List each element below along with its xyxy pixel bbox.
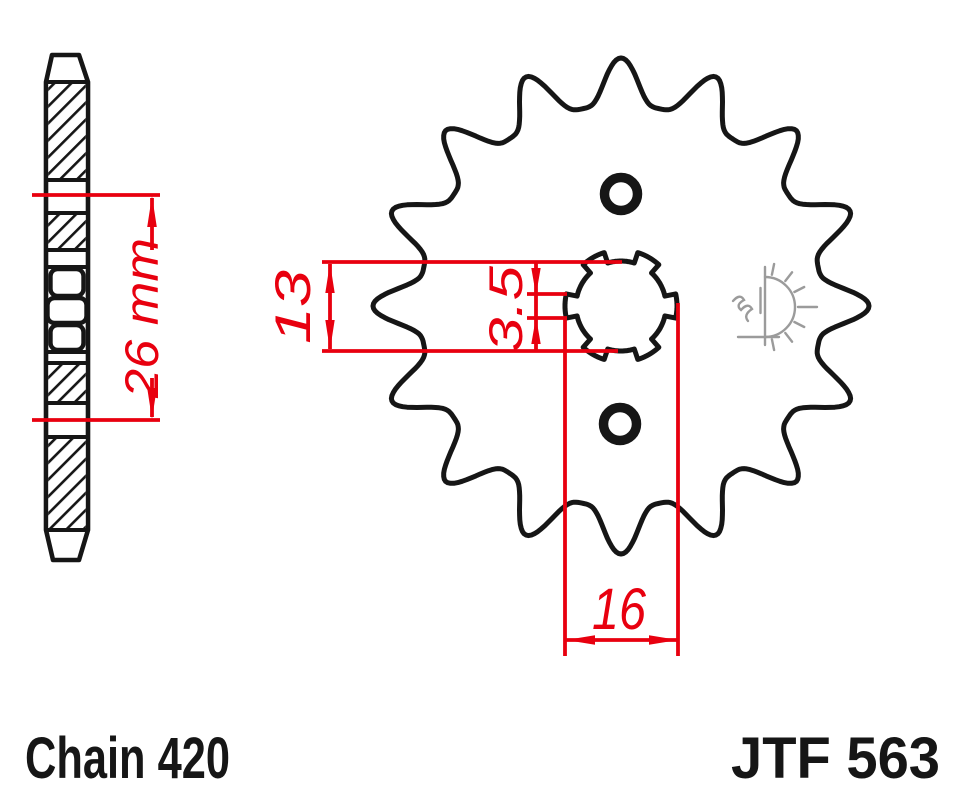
sprocket-side-view xyxy=(43,52,91,563)
hatch-band xyxy=(48,439,86,528)
watermark-ray xyxy=(793,285,806,294)
hub-block-bottom xyxy=(48,322,86,353)
hub-block-middle xyxy=(45,295,89,326)
gear-outline xyxy=(370,55,872,557)
watermark-ray xyxy=(793,320,806,329)
side-view-outline xyxy=(43,52,91,563)
hatch-band xyxy=(48,84,86,178)
hatch-band xyxy=(48,365,86,401)
spline-bore-outline xyxy=(562,250,680,362)
hatch-band xyxy=(48,215,86,248)
hub-block-top xyxy=(48,266,86,299)
dimension-16: 16 xyxy=(563,303,680,656)
dimension-annotations: 26 mm 13 3.5 16 xyxy=(32,193,680,656)
watermark-ray xyxy=(770,262,776,276)
dimension-13: 13 xyxy=(265,260,622,353)
watermark-ray xyxy=(770,338,776,352)
dim-26mm-label: 26 mm xyxy=(115,238,168,399)
chain-size-label: Chain 420 xyxy=(25,726,230,791)
dimension-3p5: 3.5 xyxy=(479,263,567,352)
mounting-hole-bottom xyxy=(598,402,642,446)
sunrise-watermark-icon xyxy=(731,262,819,352)
dim-3p5-label: 3.5 xyxy=(479,265,532,352)
watermark-rays xyxy=(770,262,819,352)
sprocket-front-view xyxy=(370,55,872,557)
mounting-hole-top xyxy=(599,172,643,216)
watermark-ray xyxy=(784,271,794,283)
watermark-ray xyxy=(784,331,794,343)
dim-13-label: 13 xyxy=(265,270,321,344)
dim-16-label: 16 xyxy=(592,577,647,642)
dimension-26mm: 26 mm xyxy=(32,193,168,422)
part-number-label: JTF 563 xyxy=(731,726,940,791)
